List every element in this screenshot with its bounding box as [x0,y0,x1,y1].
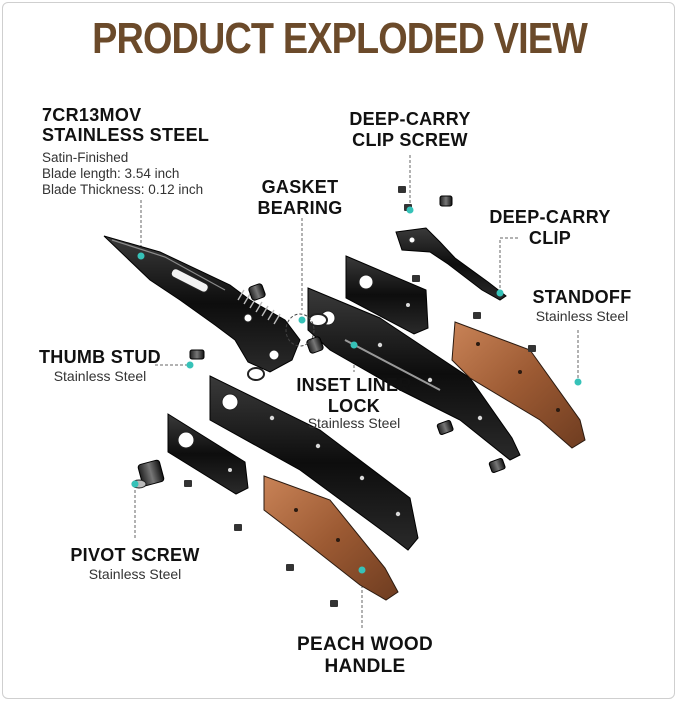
front-liner-part [209,375,419,551]
standoff-label: STANDOFF [532,287,632,307]
clip-label-line-1: DEEP-CARRY [489,207,611,227]
pivot-screw-material: Stainless Steel [88,566,182,582]
back-liner-part [167,413,249,495]
standoff-material: Stainless Steel [535,308,629,324]
top-liner-part [345,255,429,335]
thumb-stud-material: Stainless Steel [53,368,147,384]
clip-screw-label-line-2: CLIP SCREW [352,130,468,150]
hardware-parts [131,186,536,607]
deep-carry-clip-part [395,227,507,301]
wood-scale-right-part [451,321,586,449]
clip-label-line-2: CLIP [528,228,572,248]
page-title: PRODUCT EXPLODED VIEW [92,14,588,63]
gasket-label-line-2: BEARING [257,198,343,218]
blade-spec-length: Blade length: 3.54 inch [42,166,180,181]
callout-dots [131,206,582,574]
pivot-screw-label: PIVOT SCREW [70,545,200,565]
blade-label-line-1: 7CR13MOV [42,105,142,125]
liner-lock-label-line-1: INSET LINER [296,375,412,395]
leader-lines [134,155,579,630]
blade-spec-thickness: Blade Thickness: 0.12 inch [42,182,204,197]
blade-part [103,235,301,373]
liner-lock-material: Stainless Steel [307,415,401,431]
clip-screw-label-line-1: DEEP-CARRY [349,109,471,129]
thumb-stud-label: THUMB STUD [39,347,161,367]
handle-label-line-2: HANDLE [324,656,406,677]
liner-lock-label-line-2: LOCK [327,396,381,416]
blade-spec-finish: Satin-Finished [42,150,129,165]
handle-label-line-1: PEACH WOOD [297,634,433,655]
liner-lock-part [307,287,521,461]
gasket-label-line-1: GASKET [261,177,339,197]
blade-label-line-2: STAINLESS STEEL [42,125,210,145]
